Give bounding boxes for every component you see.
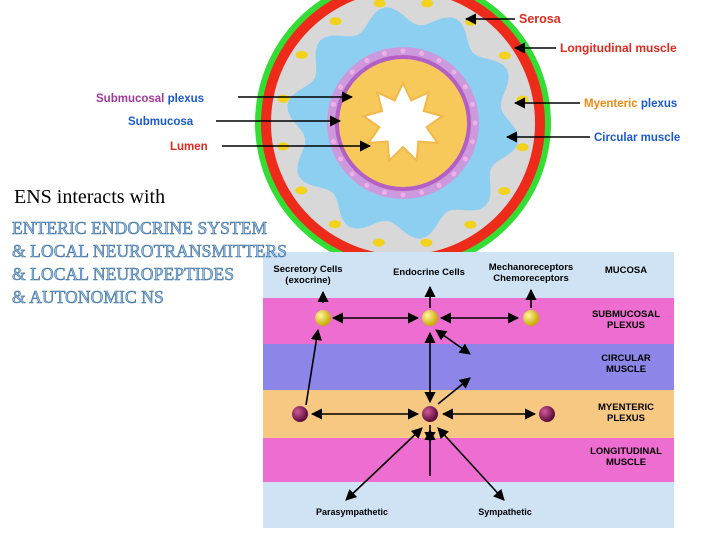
myenteric-ganglion-dot: [421, 0, 434, 8]
myenteric-ganglion-dot: [464, 220, 477, 229]
endocrine-cells-label: Endocrine Cells: [393, 267, 465, 278]
submucosal-ganglion-dot: [462, 156, 468, 162]
layer-band-mucosa: [263, 252, 674, 298]
layer-label-longitudinal-1: LONGITUDINAL: [590, 446, 662, 457]
submucosal-ganglion-dot: [436, 182, 442, 188]
myenteric-ganglion-dot: [277, 94, 290, 103]
myenteric-ganglion-dot: [329, 17, 342, 26]
submucosal-ganglion-dot: [436, 58, 442, 64]
lumen-shape: [361, 80, 445, 163]
parasympathetic-label: Parasympathetic: [316, 507, 388, 517]
mechanoreceptors-label: Mechanoreceptors: [489, 262, 573, 273]
cross-section-labels: Serosa Longitudinal muscle Submucosal pl…: [96, 12, 680, 153]
layer-label-circular-2: MUSCLE: [606, 364, 646, 375]
submucosal-plexus-dots: [328, 48, 478, 198]
submucosal-ganglion-dot: [331, 101, 336, 107]
interaction-line-endocrine: ENTERIC ENDOCRINE SYSTEM: [12, 218, 268, 239]
submucosal-ganglion-dot: [472, 120, 478, 126]
layer-label-myenteric-2: PLEXUS: [607, 413, 645, 424]
submucosal-ganglion-dot: [381, 51, 387, 56]
myenteric-neuron-center: [422, 406, 438, 422]
submucosal-ganglion-dot: [400, 48, 406, 54]
secretory-cells-label: Secretory Cells: [273, 264, 342, 275]
submucosal-ganglion-dot: [451, 171, 457, 177]
serosa-label: Serosa: [519, 12, 562, 26]
submucosal-ganglion-dot: [400, 192, 406, 198]
circular-muscle-label: Circular muscle: [594, 132, 680, 144]
submucosal-ganglion-dot: [470, 139, 475, 145]
chemoreceptors-label: Chemoreceptors: [493, 273, 569, 284]
gut-cross-section: [255, 0, 551, 271]
submucosal-ganglion-dot: [381, 190, 387, 195]
myenteric-ganglion-dot: [328, 220, 341, 229]
submucosal-neuron-center: [422, 310, 438, 326]
interaction-line-neuropeptides: & LOCAL NEUROPEPTIDES: [12, 264, 235, 285]
submucosal-ganglion-dot: [338, 84, 344, 90]
submucosal-ganglion-dot: [462, 84, 468, 90]
layer-label-submucosal-1: SUBMUCOSAL: [592, 309, 660, 320]
myenteric-ganglion-dot: [498, 51, 511, 60]
submucosal-ganglion-dot: [451, 69, 457, 75]
layer-label-submucosal-2: PLEXUS: [607, 320, 645, 331]
layer-label-longitudinal-2: MUSCLE: [606, 457, 646, 468]
longitudinal-muscle-label: Longitudinal muscle: [560, 41, 677, 55]
sympathetic-label: Sympathetic: [478, 507, 532, 517]
submucosal-ganglion-dot: [349, 171, 355, 177]
submucosal-ganglion-dot: [349, 69, 355, 75]
interaction-line-autonomic: & AUTONOMIC NS: [12, 287, 164, 308]
layer-label-mucosa: MUCOSA: [605, 265, 647, 276]
submucosal-neuron-right: [523, 310, 539, 326]
submucosal-ganglion-dot: [419, 51, 425, 56]
layer-diagram: MUCOSA SUBMUCOSAL PLEXUS CIRCULAR MUSCLE…: [263, 252, 674, 528]
myenteric-ganglion-dot: [373, 0, 386, 8]
myenteric-neuron-right: [539, 406, 555, 422]
interaction-line-neurotransmitters: & LOCAL NEUROTRANSMITTERS: [12, 241, 288, 262]
myenteric-plexus-label: Myenteric plexus: [584, 98, 677, 110]
lumen-label: Lumen: [170, 141, 208, 153]
layer-label-myenteric-1: MYENTERIC: [598, 402, 654, 413]
myenteric-ganglion-dot: [420, 238, 433, 247]
submucosal-ganglion-dot: [364, 182, 370, 188]
submucosal-ganglion-dot: [470, 101, 475, 107]
myenteric-ganglion-dot: [295, 50, 308, 59]
layer-label-circular-1: CIRCULAR: [601, 353, 651, 364]
myenteric-ganglion-dot: [498, 187, 511, 196]
myenteric-ganglion-dot: [516, 143, 529, 152]
submucosal-neuron-left: [315, 310, 331, 326]
interaction-arrows: [305, 285, 537, 501]
myenteric-ganglion-dot: [372, 238, 385, 247]
submucosal-ganglion-dot: [364, 58, 370, 64]
layer-band-bottom: [263, 482, 674, 528]
submucosal-ganglion-dot: [338, 156, 344, 162]
submucosal-ganglion-dot: [419, 190, 425, 195]
submucosal-plexus-label: Submucosal plexus: [96, 93, 204, 105]
myenteric-ganglion-dot: [295, 186, 308, 195]
submucosa-label: Submucosa: [128, 116, 194, 128]
myenteric-neuron-left: [292, 406, 308, 422]
secretory-cells-sublabel: (exocrine): [285, 275, 330, 286]
ens-intro-text: ENS interacts with: [14, 186, 166, 208]
submucosal-ganglion-dot: [331, 139, 336, 145]
